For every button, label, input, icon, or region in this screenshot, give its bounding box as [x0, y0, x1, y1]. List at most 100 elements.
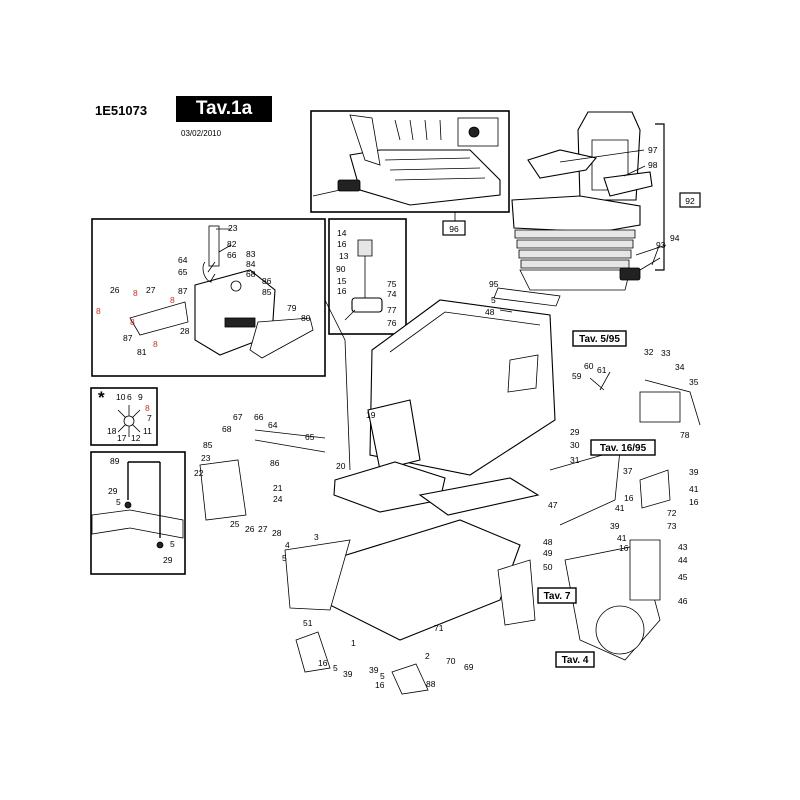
- engine-hood: [369, 299, 556, 476]
- battery-cable: [644, 379, 701, 426]
- callout-17: 17: [117, 433, 127, 443]
- callout-65-tank: 65: [178, 267, 188, 277]
- callout-14: 14: [337, 228, 347, 238]
- callout-95: 95: [489, 279, 499, 289]
- callout-23-tank: 23: [228, 223, 238, 233]
- suspension-base: [519, 269, 631, 291]
- callout-61: 61: [597, 365, 607, 375]
- ref-box-tav-5-95: [572, 330, 627, 347]
- hood-crease: [389, 311, 541, 353]
- callout-85: 85: [203, 440, 213, 450]
- ref-tav-5-95: Tav. 5/95: [579, 334, 620, 345]
- seat-back-small: [367, 399, 421, 471]
- callout-32: 32: [644, 347, 654, 357]
- callout-93: 93: [656, 240, 666, 250]
- callout-39-mid: 39: [610, 521, 620, 531]
- callout-16-foot: 16: [375, 680, 385, 690]
- callout-6: 6: [127, 392, 132, 402]
- floor-mat: [418, 477, 540, 516]
- callout-39-foot: 39: [369, 665, 379, 675]
- callout-72: 72: [667, 508, 677, 518]
- callout-5-pad: 5: [333, 663, 338, 673]
- callout-16-pad: 16: [318, 658, 328, 668]
- callout-31: 31: [570, 455, 580, 465]
- callout-8-red-e: 8: [153, 339, 158, 349]
- callout-23: 23: [201, 453, 211, 463]
- callout-5-chassis: 5: [282, 553, 287, 563]
- callout-11: 11: [143, 426, 152, 436]
- callout-24: 24: [273, 494, 283, 504]
- callout-73: 73: [667, 521, 677, 531]
- seat-connector-icon: [619, 267, 641, 281]
- u-bolt-support-bar: [91, 509, 184, 539]
- u-bolt-nut-lower: [156, 541, 164, 549]
- callout-8-red-c: 8: [96, 306, 101, 316]
- callout-68: 68: [222, 424, 232, 434]
- switch-detail: [344, 239, 383, 321]
- seat-mount-plate: [493, 287, 561, 307]
- connector-cable: [639, 257, 661, 271]
- callout-49: 49: [543, 548, 553, 558]
- callout-25: 25: [230, 519, 240, 529]
- ref-tav-16-95: Tav. 16/95: [600, 443, 647, 454]
- drawing-date: 03/02/2010: [181, 129, 222, 138]
- tank-bracket: [129, 301, 189, 336]
- switch-spring: [357, 239, 373, 257]
- seat-cushion-seams: [384, 157, 486, 181]
- callout-3: 3: [314, 532, 319, 542]
- switch-body: [351, 297, 383, 313]
- callout-20: 20: [336, 461, 346, 471]
- callout-64: 64: [268, 420, 278, 430]
- callout-51: 51: [303, 618, 313, 628]
- callout-8-red-a: 8: [133, 288, 138, 298]
- reference-boxes: Tav. 5/95 Tav. 16/95 Tav. 7 Tav. 4 96 92: [442, 192, 701, 668]
- frame-leader-tank: [324, 299, 351, 471]
- callout-98: 98: [648, 160, 658, 170]
- callout-28-tank: 28: [180, 326, 190, 336]
- seat-belt-buckle-icon: [337, 179, 361, 192]
- callout-4: 4: [285, 540, 290, 550]
- callout-79: 79: [287, 303, 297, 313]
- callout-87-b: 87: [123, 333, 133, 343]
- callout-66: 66: [254, 412, 264, 422]
- callout-70: 70: [446, 656, 456, 666]
- callout-12: 12: [131, 433, 141, 443]
- callout-35: 35: [689, 377, 699, 387]
- callout-19: 19: [366, 410, 376, 420]
- callout-29-ubolt-b: 29: [163, 555, 173, 565]
- callout-90: 90: [336, 264, 346, 274]
- seat-cushion-outline: [349, 149, 501, 206]
- suspension-bellows: [514, 229, 636, 269]
- ref-box-tav-7: [537, 587, 577, 604]
- seat-leaders: [559, 149, 667, 266]
- callout-88: 88: [426, 679, 436, 689]
- callout-71: 71: [434, 623, 444, 633]
- chassis-frame: [319, 519, 521, 641]
- switch-detail-frame: [328, 218, 407, 335]
- callout-46: 46: [678, 596, 688, 606]
- callout-29-ubolt-a: 29: [108, 486, 118, 496]
- callout-8-red-d: 8: [130, 317, 135, 327]
- ref-box-tav-4: [555, 651, 595, 668]
- callout-69: 69: [464, 662, 474, 672]
- callout-86: 86: [270, 458, 280, 468]
- left-armrest: [527, 149, 598, 179]
- callout-26-tank: 26: [110, 285, 120, 295]
- tank-filler-tube: [208, 225, 220, 267]
- pto-flange: [595, 605, 645, 655]
- ref-tav-7: Tav. 7: [544, 591, 571, 602]
- callout-50: 50: [543, 562, 553, 572]
- tank-label: [224, 317, 256, 328]
- callout-26: 26: [245, 524, 255, 534]
- callout-97: 97: [648, 145, 658, 155]
- tank-leaders: [207, 228, 232, 283]
- seat-switch-knob-icon: [468, 126, 480, 138]
- callout-15: 15: [337, 276, 347, 286]
- callout-2: 2: [425, 651, 430, 661]
- ref-box-tav-16-95: [590, 439, 656, 456]
- callout-39-right: 39: [689, 467, 699, 477]
- callout-29: 29: [570, 427, 580, 437]
- callout-84: 84: [246, 259, 256, 269]
- callout-numbers: 97 98 94 93 95 5 48 23 82 64 66 83 84 68…: [96, 145, 699, 690]
- callout-67: 67: [233, 412, 243, 422]
